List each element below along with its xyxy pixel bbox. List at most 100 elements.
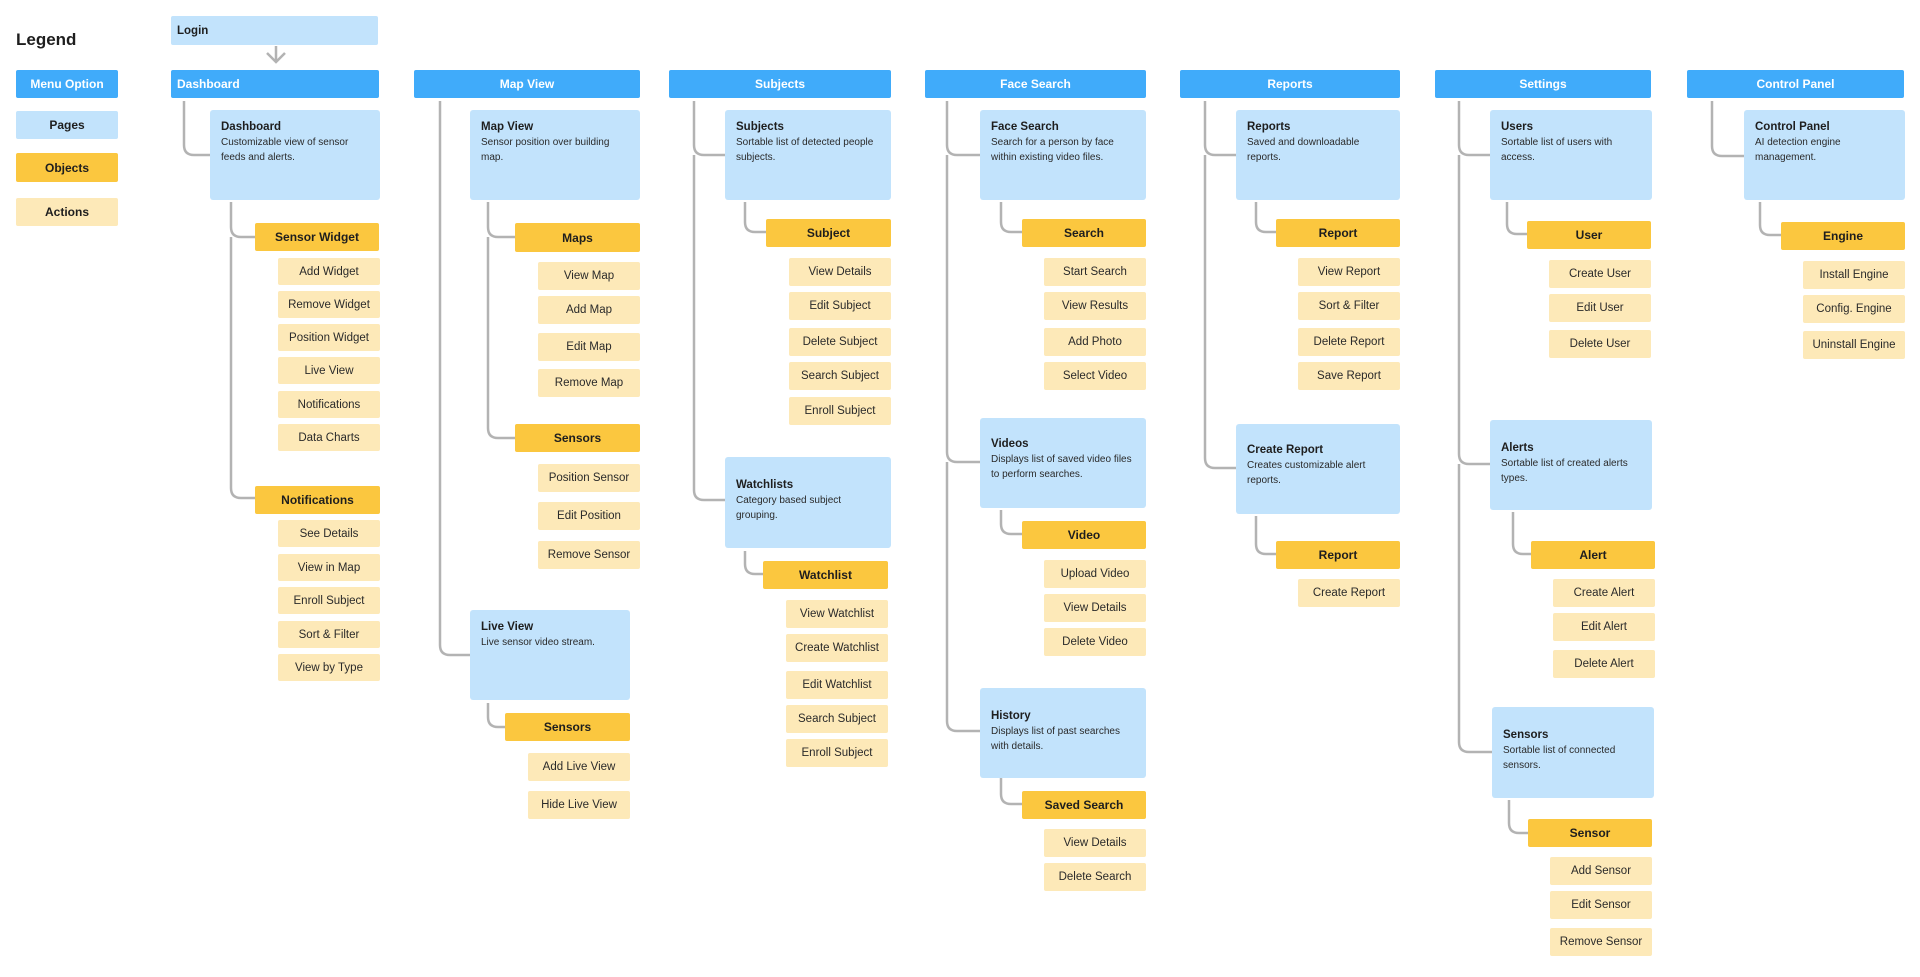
- page-control-panel[interactable]: Control Panel AI detection engine manage…: [1744, 110, 1905, 200]
- object-sensor-widget[interactable]: Sensor Widget: [255, 223, 379, 251]
- page-description: Displays list of past searches with deta…: [991, 726, 1120, 752]
- object-saved-search[interactable]: Saved Search: [1022, 791, 1146, 819]
- object-live-sensors[interactable]: Sensors: [505, 713, 630, 741]
- action-delete-user[interactable]: Delete User: [1549, 330, 1651, 358]
- object-report[interactable]: Report: [1276, 541, 1400, 569]
- action-delete-subject[interactable]: Delete Subject: [789, 328, 891, 356]
- action-delete-alert[interactable]: Delete Alert: [1553, 650, 1655, 678]
- page-title: Videos: [991, 438, 1029, 450]
- action-select-video[interactable]: Select Video: [1044, 362, 1146, 390]
- action-view-in-map[interactable]: View in Map: [278, 554, 380, 581]
- menu-dashboard[interactable]: Dashboard: [171, 70, 379, 98]
- action-delete-report[interactable]: Delete Report: [1298, 328, 1400, 356]
- page-history[interactable]: History Displays list of past searches w…: [980, 688, 1146, 778]
- action-position-sensor[interactable]: Position Sensor: [538, 464, 640, 492]
- action-config-engine[interactable]: Config. Engine: [1803, 295, 1905, 323]
- page-reports[interactable]: Reports Saved and downloadable reports.: [1236, 110, 1400, 200]
- action-add-widget[interactable]: Add Widget: [278, 258, 380, 285]
- action-edit-user[interactable]: Edit User: [1549, 294, 1651, 322]
- action-delete-search[interactable]: Delete Search: [1044, 863, 1146, 891]
- menu-settings[interactable]: Settings: [1435, 70, 1651, 98]
- object-video[interactable]: Video: [1022, 521, 1146, 549]
- menu-control-panel[interactable]: Control Panel: [1687, 70, 1904, 98]
- login-page[interactable]: Login: [171, 16, 378, 45]
- action-delete-video[interactable]: Delete Video: [1044, 628, 1146, 656]
- page-map-view[interactable]: Map View Sensor position over building m…: [470, 110, 640, 200]
- action-create-alert[interactable]: Create Alert: [1553, 579, 1655, 607]
- page-title: History: [991, 710, 1031, 722]
- object-watchlist[interactable]: Watchlist: [763, 561, 888, 589]
- object-user[interactable]: User: [1527, 221, 1651, 249]
- action-edit-subject[interactable]: Edit Subject: [789, 292, 891, 320]
- page-alerts[interactable]: Alerts Sortable list of created alerts t…: [1490, 420, 1652, 510]
- object-search[interactable]: Search: [1022, 219, 1146, 247]
- action-add-map[interactable]: Add Map: [538, 296, 640, 324]
- page-watchlists[interactable]: Watchlists Category based subject groupi…: [725, 457, 891, 548]
- action-edit-map[interactable]: Edit Map: [538, 333, 640, 361]
- action-position-widget[interactable]: Position Widget: [278, 324, 380, 351]
- menu-face-search[interactable]: Face Search: [925, 70, 1146, 98]
- menu-map-view[interactable]: Map View: [414, 70, 640, 98]
- action-enroll-subject[interactable]: Enroll Subject: [789, 397, 891, 425]
- action-view-results[interactable]: View Results: [1044, 292, 1146, 320]
- action-remove-widget[interactable]: Remove Widget: [278, 291, 380, 318]
- action-enroll-subject[interactable]: Enroll Subject: [278, 587, 380, 614]
- object-engine[interactable]: Engine: [1781, 222, 1905, 250]
- action-view-map[interactable]: View Map: [538, 262, 640, 290]
- action-search-subject[interactable]: Search Subject: [789, 362, 891, 390]
- object-notifications[interactable]: Notifications: [255, 486, 380, 514]
- action-see-details[interactable]: See Details: [278, 520, 380, 547]
- action-view-report[interactable]: View Report: [1298, 258, 1400, 286]
- action-upload-video[interactable]: Upload Video: [1044, 560, 1146, 588]
- page-users[interactable]: Users Sortable list of users with access…: [1490, 110, 1652, 200]
- menu-subjects[interactable]: Subjects: [669, 70, 891, 98]
- action-create-watchlist[interactable]: Create Watchlist: [786, 634, 888, 662]
- action-edit-alert[interactable]: Edit Alert: [1553, 613, 1655, 641]
- menu-reports[interactable]: Reports: [1180, 70, 1400, 98]
- page-subjects[interactable]: Subjects Sortable list of detected peopl…: [725, 110, 891, 200]
- page-face-search[interactable]: Face Search Search for a person by face …: [980, 110, 1146, 200]
- object-sensors[interactable]: Sensors: [515, 424, 640, 452]
- page-sensors[interactable]: Sensors Sortable list of connected senso…: [1492, 707, 1654, 798]
- action-notifications[interactable]: Notifications: [278, 391, 380, 418]
- object-sensor[interactable]: Sensor: [1528, 819, 1652, 847]
- action-view-details[interactable]: View Details: [1044, 829, 1146, 857]
- object-subject[interactable]: Subject: [766, 219, 891, 247]
- action-add-photo[interactable]: Add Photo: [1044, 328, 1146, 356]
- action-edit-position[interactable]: Edit Position: [538, 502, 640, 530]
- action-remove-sensor[interactable]: Remove Sensor: [1550, 928, 1652, 956]
- action-view-watchlist[interactable]: View Watchlist: [786, 600, 888, 628]
- object-maps[interactable]: Maps: [515, 223, 640, 252]
- action-install-engine[interactable]: Install Engine: [1803, 261, 1905, 289]
- page-dashboard[interactable]: Dashboard Customizable view of sensor fe…: [210, 110, 380, 200]
- action-edit-watchlist[interactable]: Edit Watchlist: [786, 671, 888, 699]
- action-hide-live-view[interactable]: Hide Live View: [528, 791, 630, 819]
- object-report[interactable]: Report: [1276, 219, 1400, 247]
- action-edit-sensor[interactable]: Edit Sensor: [1550, 891, 1652, 919]
- action-view-details[interactable]: View Details: [1044, 594, 1146, 622]
- page-title: Reports: [1247, 121, 1291, 133]
- page-create-report[interactable]: Create Report Creates customizable alert…: [1236, 424, 1400, 514]
- action-create-user[interactable]: Create User: [1549, 260, 1651, 288]
- action-view-by-type[interactable]: View by Type: [278, 654, 380, 681]
- action-remove-map[interactable]: Remove Map: [538, 369, 640, 397]
- action-view-details[interactable]: View Details: [789, 258, 891, 286]
- action-search-subject[interactable]: Search Subject: [786, 705, 888, 733]
- page-title: Watchlists: [736, 479, 794, 491]
- action-start-search[interactable]: Start Search: [1044, 258, 1146, 286]
- action-live-view[interactable]: Live View: [278, 357, 380, 384]
- action-data-charts[interactable]: Data Charts: [278, 424, 380, 451]
- action-sort-filter[interactable]: Sort & Filter: [278, 621, 380, 648]
- action-add-sensor[interactable]: Add Sensor: [1550, 857, 1652, 885]
- page-videos[interactable]: Videos Displays list of saved video file…: [980, 418, 1146, 508]
- object-alert[interactable]: Alert: [1531, 541, 1655, 569]
- action-create-report[interactable]: Create Report: [1298, 579, 1400, 607]
- action-sort-filter[interactable]: Sort & Filter: [1298, 292, 1400, 320]
- action-save-report[interactable]: Save Report: [1298, 362, 1400, 390]
- action-uninstall-engine[interactable]: Uninstall Engine: [1803, 331, 1905, 359]
- action-add-live-view[interactable]: Add Live View: [528, 753, 630, 781]
- page-live-view[interactable]: Live View Live sensor video stream.: [470, 610, 630, 700]
- action-remove-sensor[interactable]: Remove Sensor: [538, 541, 640, 569]
- action-enroll-subject[interactable]: Enroll Subject: [786, 739, 888, 767]
